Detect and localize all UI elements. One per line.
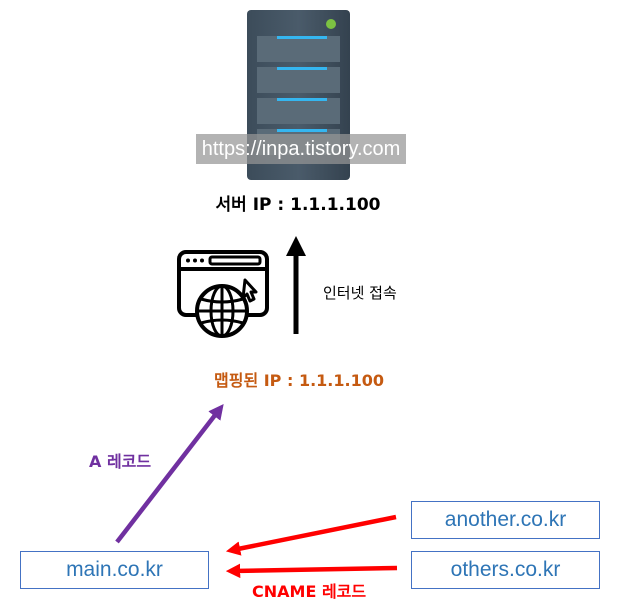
a-record-label: A 레코드	[89, 452, 152, 471]
browser-globe-icon	[177, 250, 269, 338]
cname-record-label: CNAME 레코드	[252, 582, 367, 601]
internet-access-label: 인터넷 접속	[323, 284, 397, 302]
cname-arrow-another	[225, 514, 397, 556]
a-record-arrow	[115, 403, 224, 544]
watermark: https://inpa.tistory.com	[196, 134, 406, 164]
domain-box-main: main.co.kr	[20, 551, 209, 589]
cname-arrow-others	[225, 563, 398, 579]
server-ip-label: 서버 IP : 1.1.1.100	[215, 195, 381, 215]
mapped-ip-label: 맵핑된 IP : 1.1.1.100	[214, 371, 384, 390]
domain-box-others: others.co.kr	[411, 551, 600, 589]
domain-box-another: another.co.kr	[411, 501, 600, 539]
